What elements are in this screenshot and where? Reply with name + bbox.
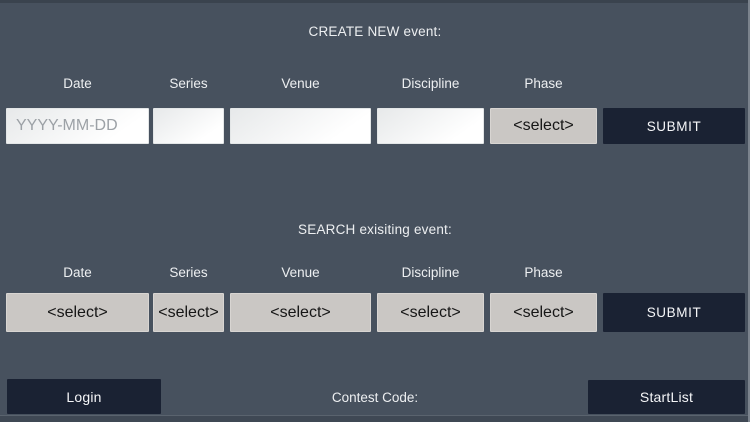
search-phase-select[interactable]: <select> xyxy=(490,293,597,332)
create-label-date: Date xyxy=(63,76,92,91)
create-submit-button[interactable]: SUBMIT xyxy=(603,108,745,144)
window-top-edge xyxy=(0,0,750,3)
search-column-labels: Date Series Venue Discipline Phase xyxy=(0,265,597,280)
create-series-input[interactable] xyxy=(153,108,224,144)
window-right-edge xyxy=(748,0,750,422)
search-label-date: Date xyxy=(63,265,92,280)
search-venue-select[interactable]: <select> xyxy=(230,293,371,332)
create-fields-row: <select> SUBMIT xyxy=(0,108,745,144)
search-label-venue: Venue xyxy=(281,265,320,280)
search-submit-button[interactable]: SUBMIT xyxy=(603,293,745,332)
search-series-select[interactable]: <select> xyxy=(153,293,224,332)
search-label-series: Series xyxy=(169,265,208,280)
search-label-discipline: Discipline xyxy=(401,265,460,280)
create-column-labels: Date Series Venue Discipline Phase xyxy=(0,76,597,91)
create-label-venue: Venue xyxy=(281,76,320,91)
footer-divider xyxy=(0,415,748,416)
create-label-phase: Phase xyxy=(524,76,563,91)
search-discipline-select[interactable]: <select> xyxy=(377,293,484,332)
create-venue-input[interactable] xyxy=(230,108,371,144)
login-button[interactable]: Login xyxy=(7,379,161,414)
create-section-title: CREATE NEW event: xyxy=(308,24,442,39)
search-fields-row: <select> <select> <select> <select> <sel… xyxy=(0,293,745,332)
create-label-series: Series xyxy=(169,76,208,91)
contest-code-label: Contest Code: xyxy=(331,390,419,405)
create-label-discipline: Discipline xyxy=(401,76,460,91)
create-phase-select[interactable]: <select> xyxy=(490,108,597,144)
search-section-title: SEARCH exisiting event: xyxy=(298,222,452,237)
window-bottom-edge xyxy=(0,416,748,422)
startlist-button[interactable]: StartList xyxy=(588,380,745,414)
create-date-input[interactable] xyxy=(6,108,149,144)
search-date-select[interactable]: <select> xyxy=(6,293,149,332)
create-discipline-input[interactable] xyxy=(377,108,484,144)
search-label-phase: Phase xyxy=(524,265,563,280)
